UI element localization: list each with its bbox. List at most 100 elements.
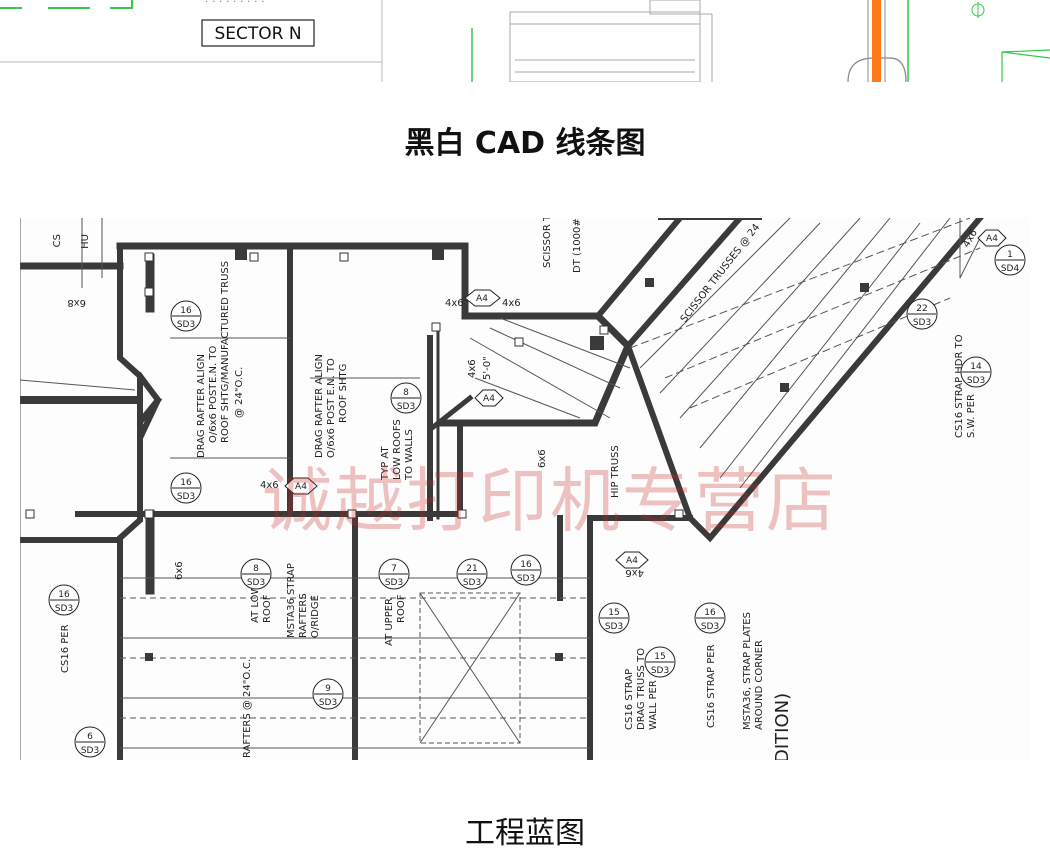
green-guide-lines (0, 0, 133, 9)
label-msta36: O/RIDGE (310, 595, 321, 638)
label-msta36: MSTA36 STRAP (286, 563, 297, 638)
tag-a4: A4 (295, 482, 307, 492)
svg-text:SD3: SD3 (701, 622, 719, 632)
svg-text:SD4: SD4 (1001, 264, 1020, 274)
svg-text:SD3: SD3 (517, 574, 535, 584)
svg-text:SD3: SD3 (81, 746, 99, 756)
svg-text:15: 15 (608, 608, 619, 618)
tag-a4: A4 (986, 234, 998, 244)
blueprint-caption: 工程蓝图 (465, 816, 585, 851)
connector-marks (25, 252, 684, 519)
svg-text:21: 21 (466, 564, 477, 574)
blueprint-svg: CS HU 6x8 SCISSOR T DT (1000# SCISSOR TR… (20, 218, 1026, 760)
label-cs: CS (52, 234, 63, 247)
svg-text:SD3: SD3 (605, 622, 623, 632)
label-6x8: 6x8 (67, 297, 86, 308)
label-at-low-roof: ROOF (262, 594, 273, 623)
label-dt: DT (1000# (572, 218, 583, 273)
label-typ-at: LOW ROOFS (392, 419, 403, 480)
svg-text:16: 16 (180, 478, 192, 488)
label-cs16-drag: DRAG TRUSS TO (636, 648, 647, 730)
svg-text:SD3: SD3 (967, 376, 985, 386)
label-at-upper: ROOF (396, 594, 407, 623)
label-drag-rafter: O/6x6 POST (208, 383, 219, 443)
label-drag-rafter: ROOF SHTG/MANUFACTURED TRUSS (220, 261, 231, 443)
label-4x6: 4x6 (260, 480, 279, 491)
label-drag-rafter-b: DRAG RAFTER ALIGN (314, 354, 325, 458)
svg-text:SD3: SD3 (397, 402, 415, 412)
sector-label: SECTOR N (214, 24, 301, 44)
cabinet-outline (509, 11, 701, 82)
post-marks (145, 248, 869, 661)
svg-text:8: 8 (403, 388, 409, 398)
label-cs16-strap-hdr: CS16 STRAP HDR TO (954, 334, 965, 438)
label-4x6: 4x6 (961, 228, 980, 250)
label-6x6: 6x6 (174, 561, 185, 580)
svg-text:22: 22 (916, 304, 927, 314)
label-hip-truss: HIP TRUSS (610, 445, 621, 498)
tag-a4: A4 (476, 294, 488, 304)
label-4x6: 4x6 (445, 298, 464, 309)
svg-text:16: 16 (58, 590, 70, 600)
svg-text:14: 14 (970, 362, 982, 372)
label-hu: HU (80, 234, 91, 249)
svg-text:SD3: SD3 (177, 320, 195, 330)
label-6x6: 6x6 (537, 449, 548, 468)
blueprint-walls (20, 218, 984, 760)
svg-text:SD3: SD3 (55, 604, 73, 614)
svg-text:SD3: SD3 (913, 318, 931, 328)
label-typ-at: TYP AT (380, 446, 391, 481)
label-scissor-t: SCISSOR T (542, 218, 553, 268)
label-at-upper: AT UPPER (384, 598, 395, 646)
svg-text:15: 15 (654, 652, 665, 662)
label-cs16-strap-per: CS16 STRAP PER (706, 644, 717, 728)
svg-text:16: 16 (520, 560, 532, 570)
label-msta36-corner: AROUND CORNER (754, 640, 765, 730)
svg-text:SD3: SD3 (177, 492, 195, 502)
top-cad-sketch-svg: · · · · · · · · · SECTOR N (0, 0, 1050, 82)
svg-text:8: 8 (253, 564, 259, 574)
svg-text:SD3: SD3 (319, 698, 337, 708)
sector-label-box (201, 19, 315, 47)
label-cs16-per: CS16 PER (60, 624, 71, 673)
cad-caption: 黑白 CAD 线条图 (404, 126, 646, 161)
tag-a4: A4 (626, 556, 638, 566)
label-at-low-roof: AT LOW (250, 585, 261, 623)
top-cad-sketch: · · · · · · · · · SECTOR N (0, 0, 1050, 82)
blueprint-thin-lines (20, 218, 981, 760)
label-cs16-drag: CS16 STRAP (624, 669, 635, 730)
svg-text:7: 7 (391, 564, 397, 574)
label-rafters-24: RAFTERS @ 24"O.C. (242, 659, 253, 758)
hex-tags: A4 A4 A4 A4 A4 (284, 229, 1007, 569)
label-4x6-vert: 4x6 (467, 359, 478, 378)
svg-text:6: 6 (87, 732, 93, 742)
svg-text:9: 9 (325, 684, 331, 694)
label-msta36-corner: MSTA36, STRAP PLATES (742, 612, 753, 730)
svg-text:1: 1 (1007, 250, 1013, 260)
label-4x6: 4x6 (502, 298, 521, 309)
label-typ-at: TO WALLS (404, 429, 415, 481)
svg-text:SD3: SD3 (463, 578, 481, 588)
label-drag-rafter-b: O/6x6 POST E.N. TO (326, 358, 337, 458)
svg-text:· · · · · · · · ·: · · · · · · · · · (205, 0, 264, 8)
shop-watermark: 诚越打印机专营店 (262, 460, 838, 542)
label-drag-rafter: DRAG RAFTER ALIGN (196, 354, 207, 458)
label-cs16-drag: WALL PER (648, 680, 659, 730)
svg-text:16: 16 (180, 306, 192, 316)
arch-outline (847, 57, 907, 82)
svg-text:16: 16 (704, 608, 716, 618)
